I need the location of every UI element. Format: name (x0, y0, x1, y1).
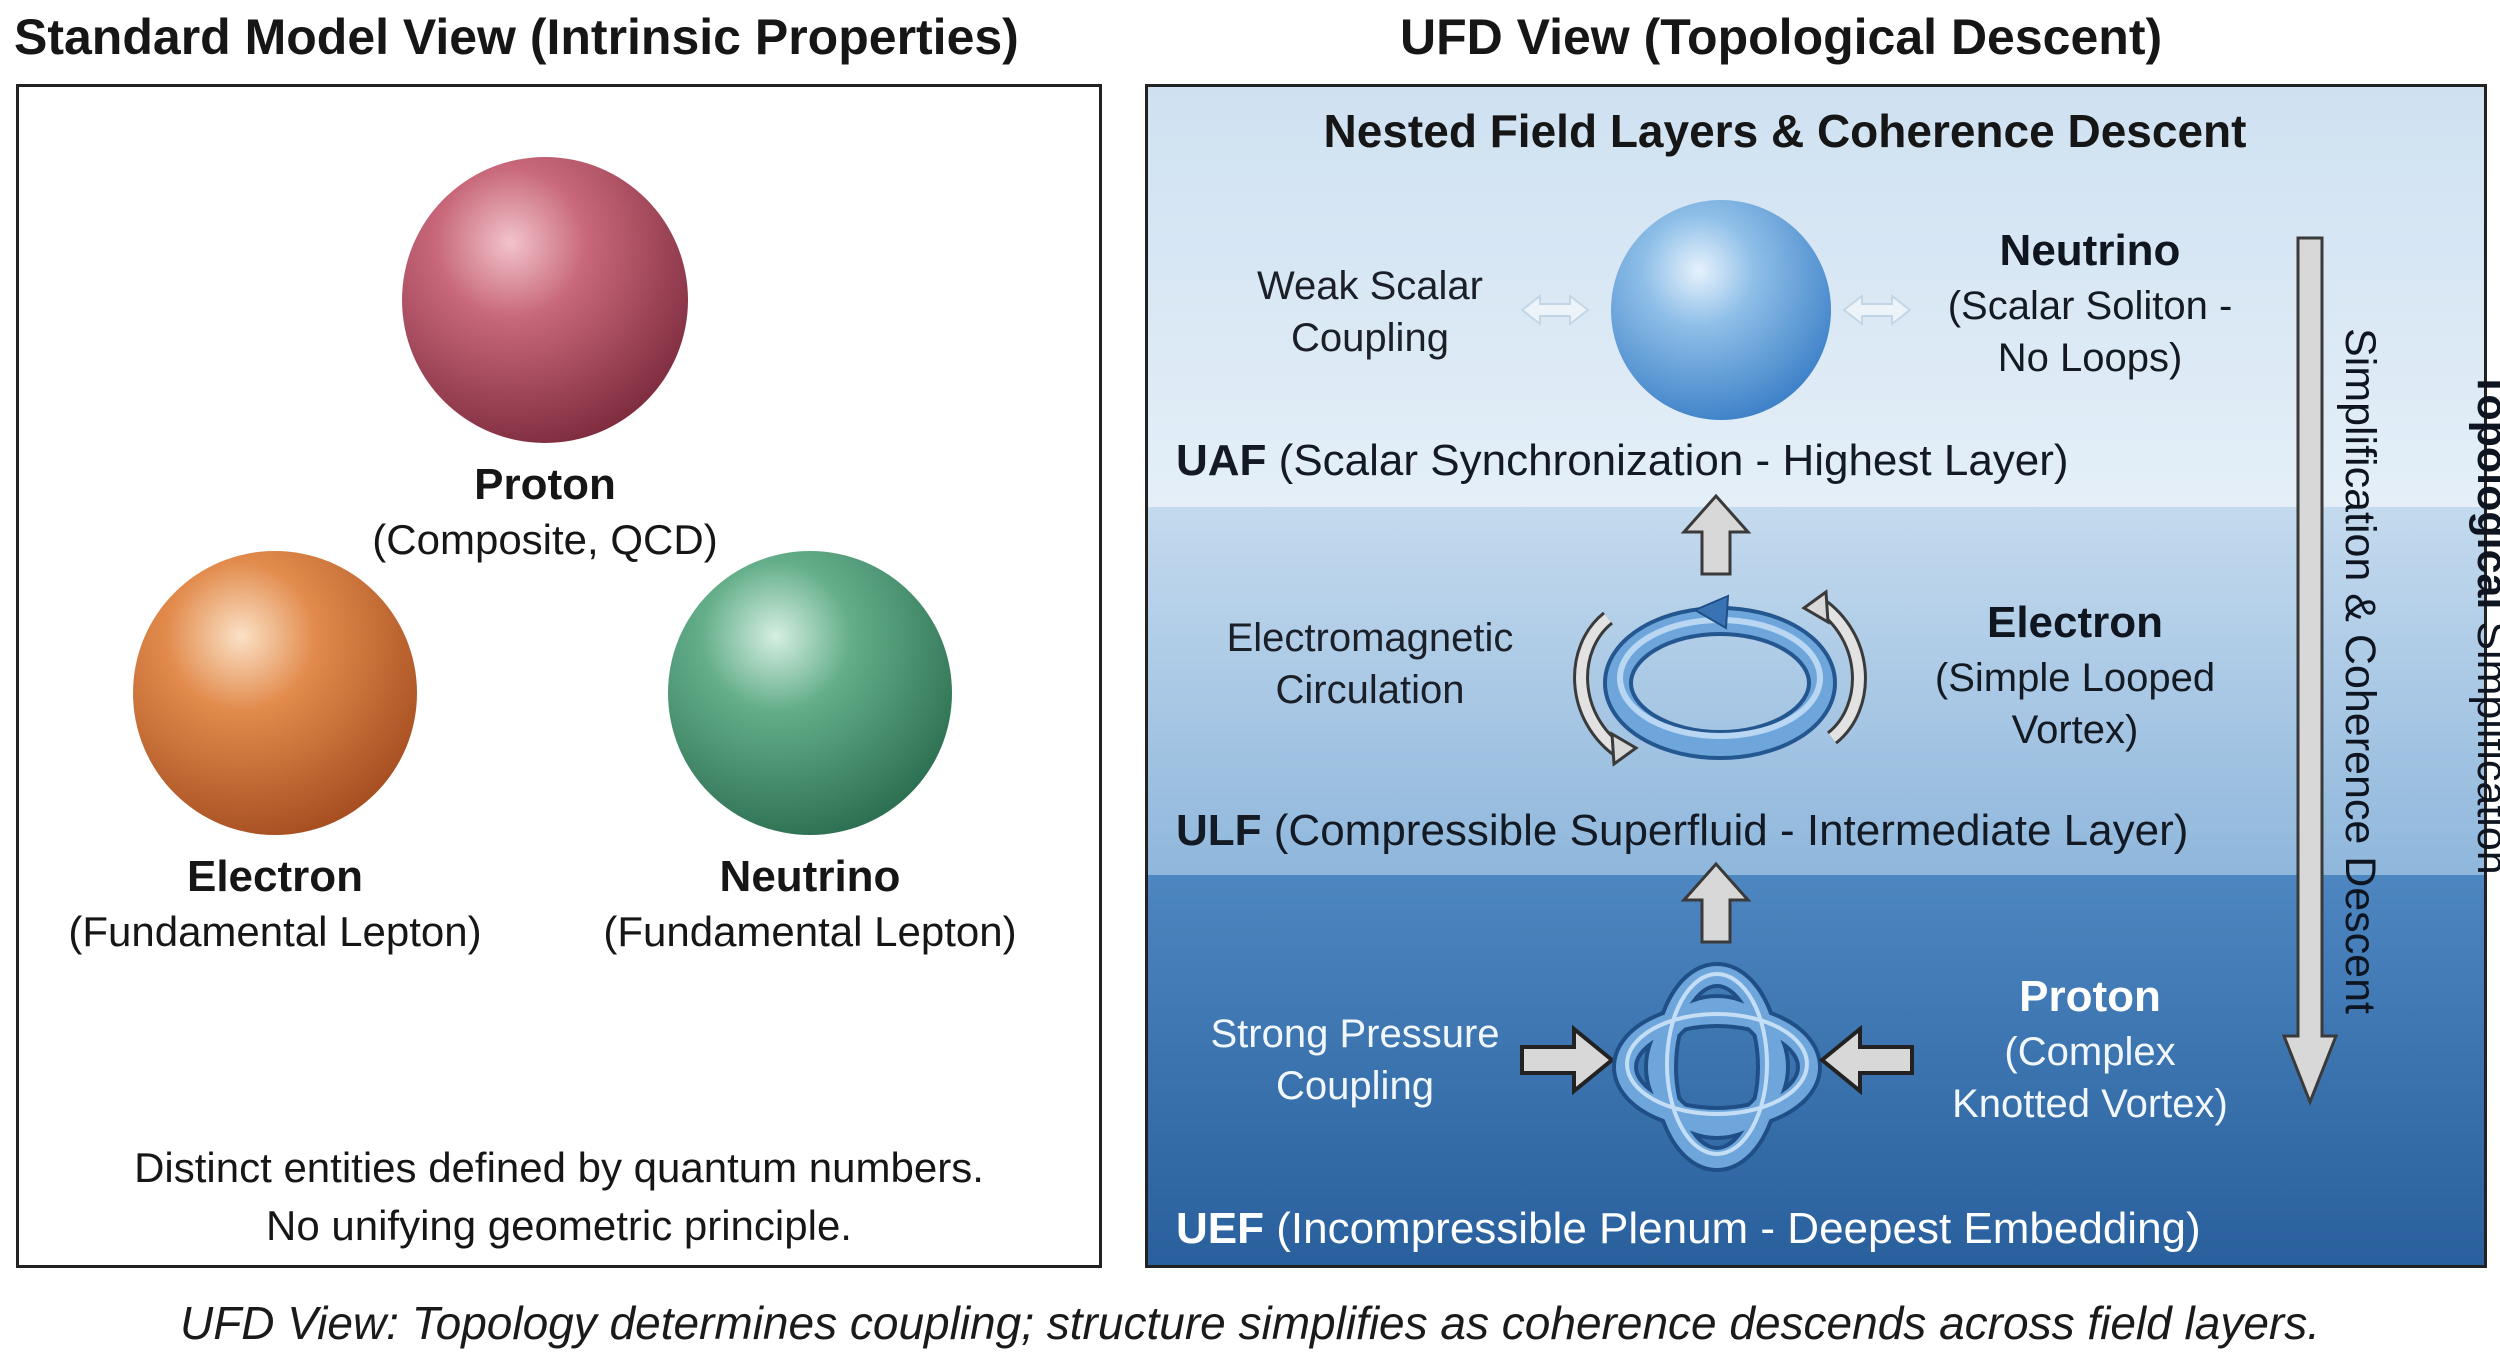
neutrino-blue-sphere (1611, 200, 1831, 420)
proton-description: (Composite, QCD) (372, 516, 718, 563)
left-note-line1: Distinct entities defined by quantum num… (134, 1144, 984, 1191)
weak-coupling-arrow-left (1520, 293, 1590, 327)
pressure-arrow-right (1818, 1025, 1914, 1095)
up-arrow-ulf (1680, 861, 1752, 944)
up-arrow-uaf (1680, 493, 1752, 576)
proton-sphere (402, 157, 688, 443)
coherence-descent-label: Simplification & Coherence Descent (2336, 328, 2384, 1014)
ulf-layer-label: ULF (Compressible Superfluid - Intermedi… (1176, 806, 2189, 855)
electron-sphere (133, 551, 417, 835)
standard-model-panel (16, 84, 1102, 1268)
uef-layer-label: UEF (Incompressible Plenum - Deepest Emb… (1176, 1204, 2201, 1253)
ufd-neutrino-label: Neutrino (1999, 226, 2181, 275)
proton-knot-vortex-icon (1612, 962, 1822, 1172)
neutrino-label: Neutrino (719, 852, 901, 901)
electron-label: Electron (186, 852, 364, 901)
descent-arrow (2281, 236, 2339, 1106)
weak-scalar-coupling-label: Weak Scalar Coupling (1256, 264, 1483, 360)
pressure-arrow-left (1520, 1025, 1616, 1095)
ufd-electron-description: (Simple Looped Vortex) (1934, 656, 2216, 752)
neutrino-sphere (668, 551, 952, 835)
electron-description: (Fundamental Lepton) (68, 908, 482, 955)
weak-coupling-arrow-right (1842, 293, 1912, 327)
strong-pressure-coupling-label: Strong Pressure Coupling (1210, 1012, 1500, 1108)
ufd-heading: Nested Field Layers & Coherence Descent (1323, 105, 2247, 157)
ufd-electron-label: Electron (1986, 598, 2164, 647)
topological-simplification-label: Topological Simplification (2468, 371, 2500, 875)
ufd-neutrino-description: (Scalar Soliton - No Loops) (1947, 284, 2233, 380)
ufd-proton-description: (Complex Knotted Vortex) (1952, 1030, 2228, 1126)
figure-caption: UFD View: Topology determines coupling; … (179, 1297, 2320, 1349)
proton-label: Proton (474, 460, 616, 509)
electromagnetic-circulation-label: Electromagnetic Circulation (1226, 616, 1514, 712)
neutrino-description: (Fundamental Lepton) (603, 908, 1017, 955)
ufd-proton-label: Proton (2019, 972, 2161, 1021)
left-panel-title: Standard Model View (Intrinsic Propertie… (14, 9, 1019, 65)
electron-loop-vortex-icon (1573, 589, 1867, 767)
uaf-layer-label: UAF (Scalar Synchronization - Highest La… (1176, 436, 2069, 485)
left-note-line2: No unifying geometric principle. (266, 1202, 852, 1249)
right-panel-title: UFD View (Topological Descent) (1400, 9, 2163, 65)
